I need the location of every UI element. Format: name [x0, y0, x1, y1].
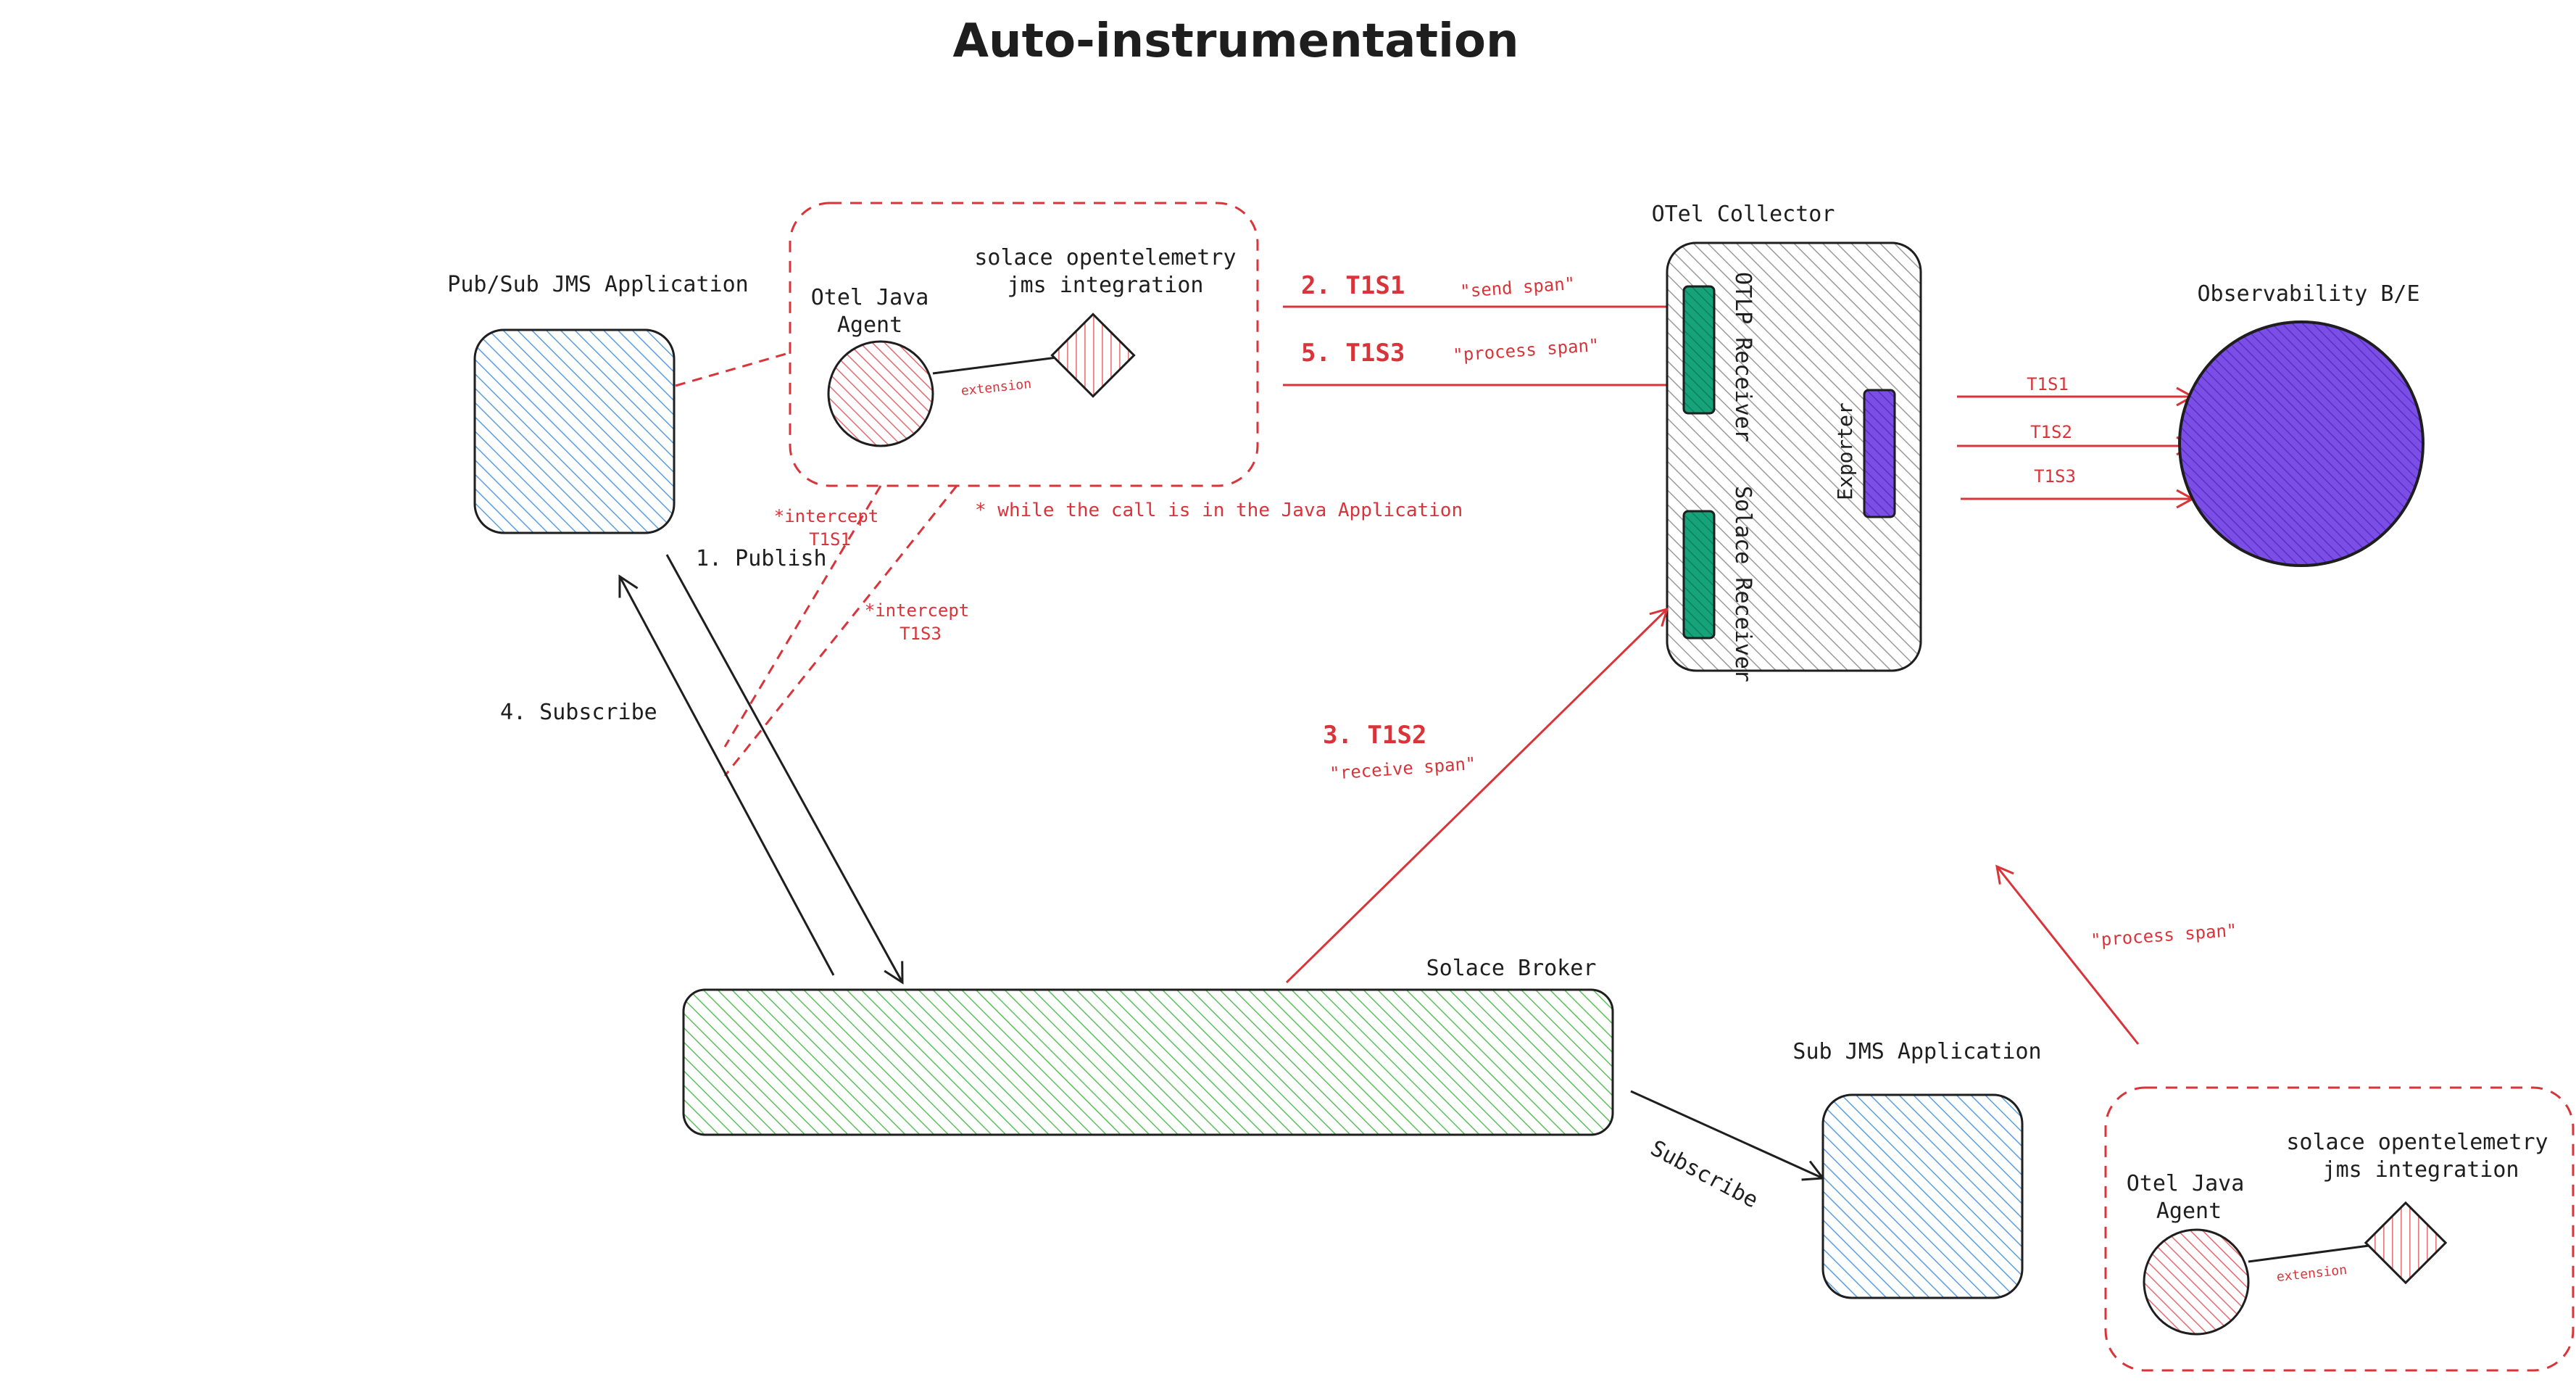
integration1-diamond[interactable] — [1050, 313, 1136, 398]
intercept1-label-b: T1S1 — [809, 529, 851, 550]
integration1-label-1: solace opentelemetry — [974, 245, 1236, 270]
agent-group-1[interactable] — [789, 202, 1259, 487]
receive-span-label: "receive span" — [1329, 753, 1476, 784]
intercept-line-1 — [723, 485, 882, 748]
integration2-diamond[interactable] — [2364, 1201, 2448, 1285]
sub-app-box[interactable] — [1821, 1093, 2024, 1299]
publish-label: 1. Publish — [696, 546, 827, 571]
integration2-label-2: jms integration — [2323, 1157, 2519, 1183]
otlp-receiver-block[interactable] — [1682, 285, 1716, 415]
exporter-block[interactable] — [1863, 389, 1896, 518]
agent1-label-1: Otel Java — [811, 285, 929, 310]
solace-receiver-label: Solace Receiver — [1730, 486, 1756, 682]
integration2-label-1: solace opentelemetry — [2286, 1130, 2548, 1155]
process-span2-arrow — [1995, 864, 2140, 1045]
agent-group-2[interactable] — [2104, 1086, 2575, 1372]
intercept-line-3 — [723, 485, 958, 777]
exporter-label: Exporter — [1833, 402, 1857, 500]
t1s3-number: 5. T1S3 — [1301, 339, 1405, 368]
collector-label: OTel Collector — [1652, 202, 1835, 227]
t1s1-number: 2. T1S1 — [1301, 271, 1405, 300]
agent1-circle[interactable] — [827, 340, 934, 447]
intercept3-label-a: *intercept — [865, 600, 970, 621]
process-span2-label: "process span" — [2090, 920, 2238, 951]
t1s2-number: 3. T1S2 — [1323, 721, 1426, 750]
subscribe-arrow — [618, 574, 835, 976]
export-t1s3-label: T1S3 — [2034, 466, 2076, 487]
agent2-circle[interactable] — [2143, 1228, 2250, 1336]
diagram-title: Auto-instrumentation — [952, 15, 1518, 68]
observability-circle[interactable] — [2178, 320, 2425, 567]
broker-box[interactable] — [682, 988, 1614, 1136]
otlp-receiver-label: OTLP Receiver — [1730, 272, 1756, 442]
send-span-label: "send span" — [1459, 273, 1576, 302]
export-t1s2-label: T1S2 — [2030, 422, 2072, 442]
intercept1-label-a: *intercept — [774, 506, 879, 526]
agent1-extension-line — [932, 356, 1058, 375]
pubsub-app-label: Pub/Sub JMS Application — [447, 272, 748, 297]
collector-box[interactable] — [1666, 241, 1922, 672]
process-span-label: "process span" — [1452, 335, 1600, 365]
subscribe4-label: 4. Subscribe — [500, 700, 657, 725]
pubsub-app-box[interactable] — [473, 328, 676, 534]
agent2-extension-line — [2248, 1244, 2369, 1263]
solace-receiver-block[interactable] — [1682, 510, 1716, 640]
t1s2-arrow — [1285, 607, 1669, 984]
agent1-extension-label: extension — [960, 376, 1032, 399]
agent1-label-2: Agent — [837, 313, 902, 338]
subscribe-sub-label: Subscribe — [1646, 1135, 1762, 1213]
app-agent-connector — [675, 352, 789, 387]
observability-label: Observability B/E — [2197, 281, 2419, 307]
broker-label: Solace Broker — [1426, 956, 1597, 981]
while-call-note: * while the call is in the Java Applicat… — [975, 500, 1463, 521]
integration1-label-2: jms integration — [1007, 273, 1204, 298]
agent2-label-1: Otel Java — [2127, 1171, 2245, 1196]
sub-app-label: Sub JMS Application — [1792, 1039, 2041, 1064]
agent2-label-2: Agent — [2156, 1199, 2222, 1224]
subscribe-sub-arrow — [1630, 1090, 1825, 1181]
agent2-extension-label: extension — [2276, 1262, 2348, 1285]
export-t1s1-label: T1S1 — [2027, 374, 2069, 394]
intercept3-label-b: T1S3 — [899, 624, 942, 644]
publish-arrow — [665, 554, 904, 985]
